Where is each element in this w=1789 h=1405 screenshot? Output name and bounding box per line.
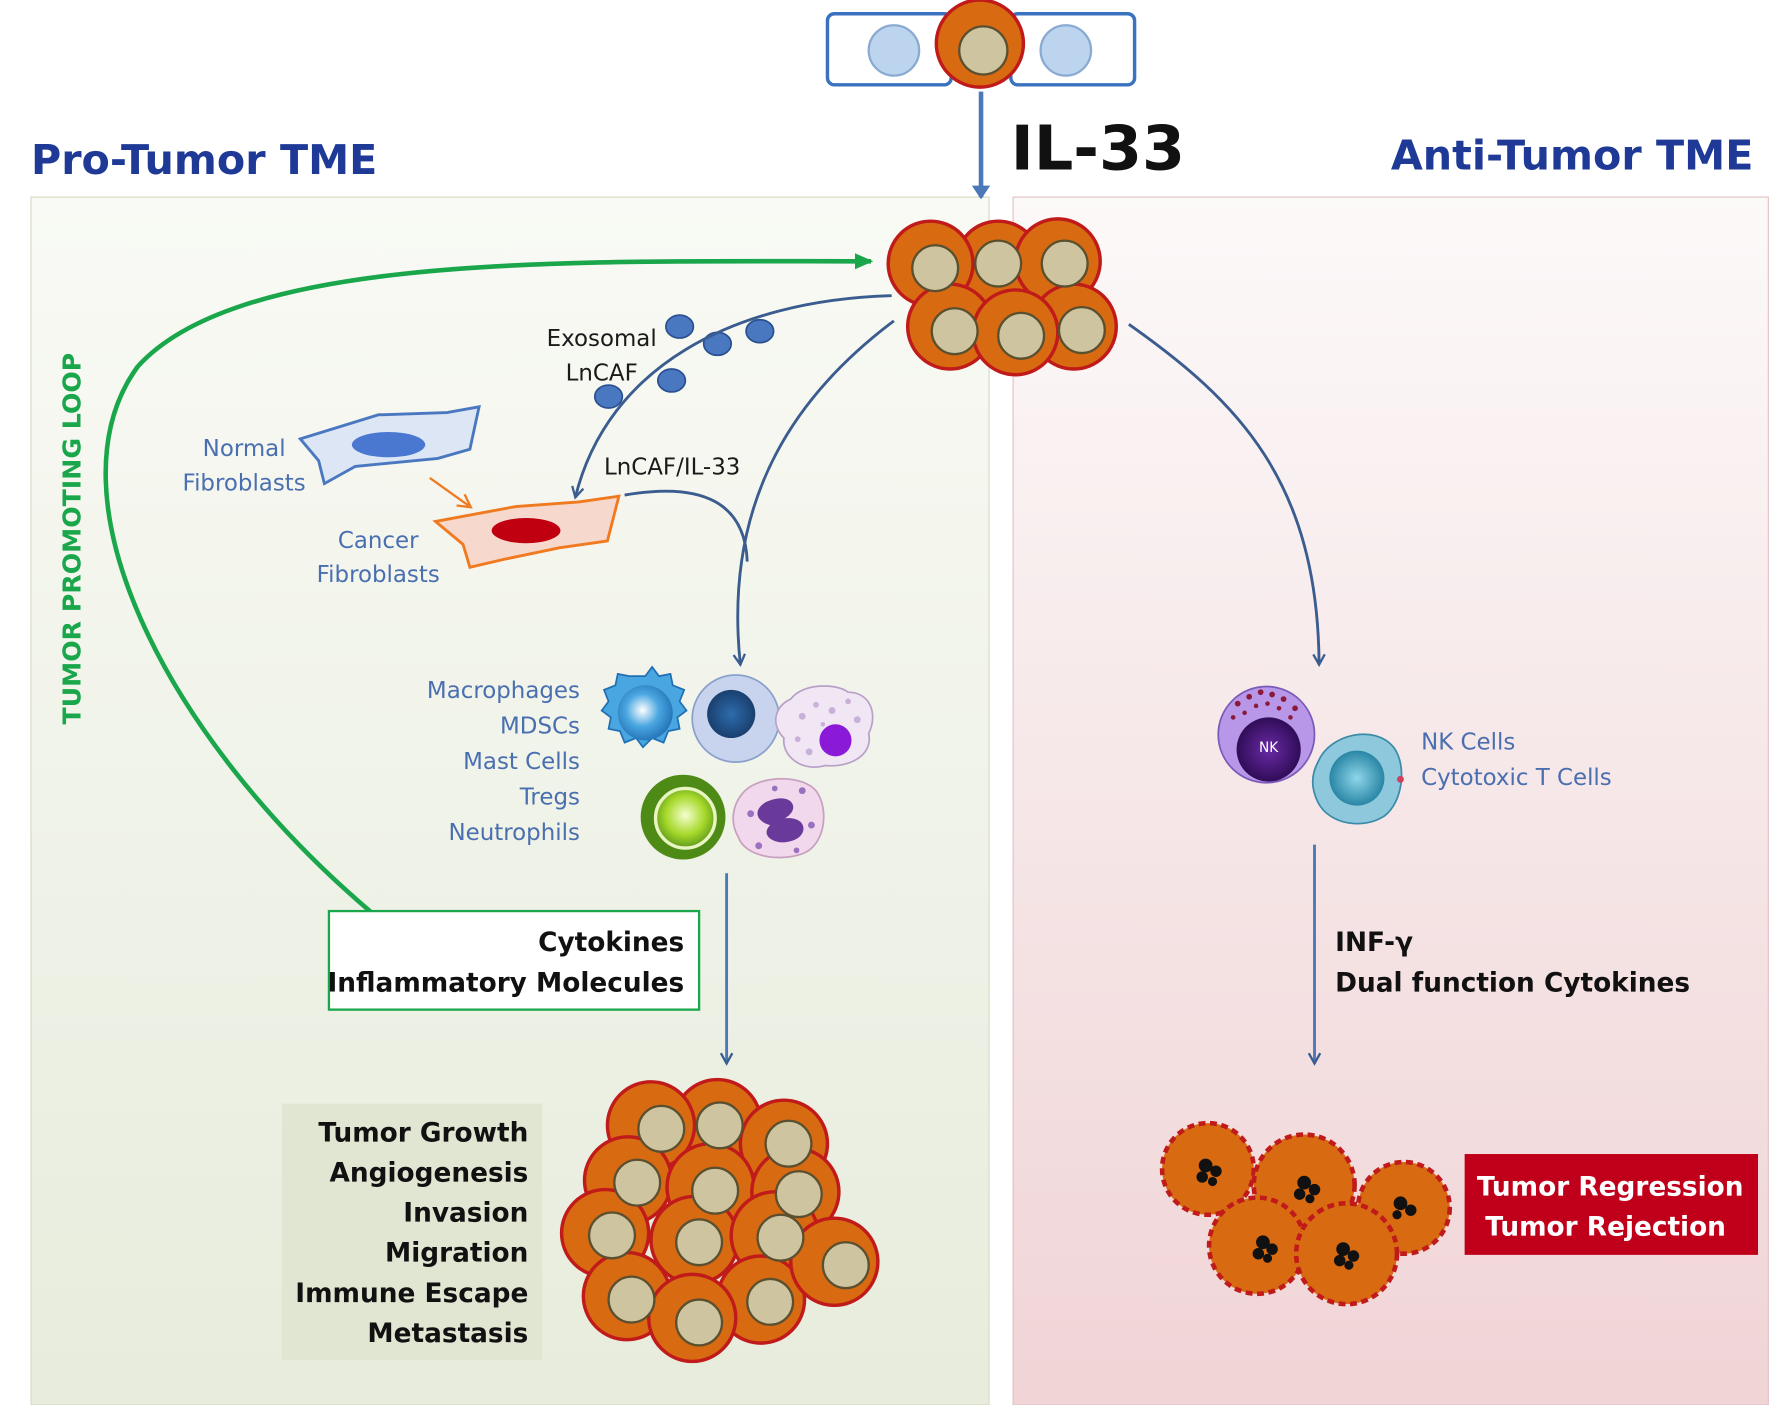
cytotoxic-t-cell	[1311, 733, 1404, 825]
mdsc-cell	[691, 674, 781, 763]
nk-cell-label: NK	[1259, 740, 1279, 756]
tumor-rejection-label: Tumor Rejection	[1485, 1212, 1726, 1242]
immune-cell-label-tregs: Tregs	[519, 784, 580, 810]
immune-cell-label-mast-cells: Mast Cells	[463, 749, 580, 775]
outcome-tumor-growth: Tumor Growth	[318, 1118, 528, 1148]
cancer-fibroblasts-label-line2: Fibroblasts	[317, 562, 440, 588]
nk-cell	[1217, 685, 1316, 784]
normal-fibroblasts-label-line2: Fibroblasts	[183, 470, 306, 496]
arrow-fibroblast-to-immune	[624, 489, 749, 562]
anti-tumor-title: Anti-Tumor TME	[1391, 132, 1754, 180]
mast-cell	[774, 685, 874, 768]
immune-cell-label-macrophages: Macrophages	[427, 678, 580, 704]
cytokines-label-line2: Inflammatory Molecules	[327, 968, 684, 998]
dual-function-cytokines-label: Dual function Cytokines	[1335, 968, 1690, 998]
inf-gamma-label: INF-γ	[1335, 928, 1413, 958]
effector-label-cytotoxic-t-cells: Cytotoxic T Cells	[1421, 765, 1612, 791]
effector-label-nk-cells: NK Cells	[1421, 729, 1515, 755]
regression-box	[1464, 1154, 1759, 1255]
outcome-metastasis: Metastasis	[367, 1319, 528, 1349]
pro-tumor-outcomes-box	[281, 1103, 543, 1361]
exosomal-lncaf-label-line2: LnCAF	[566, 360, 638, 386]
il33-label: IL-33	[1011, 113, 1185, 185]
il33-source-cells	[825, 0, 1137, 89]
arrow-tumor-to-fibroblast	[575, 294, 892, 498]
neutrophil-cell	[732, 777, 825, 859]
cancer-fibroblast-cell	[432, 494, 621, 569]
cytokines-label-line1: Cytokines	[538, 928, 684, 958]
dying-tumor-cells	[1159, 1120, 1453, 1307]
exosomal-lncaf-label-line1: Exosomal	[547, 326, 657, 352]
normal-fibroblast-cell	[297, 405, 481, 486]
cytokines-box	[327, 909, 701, 1011]
tumor-promoting-loop-label: TUMOR PROMOTING LOOP	[57, 353, 86, 725]
outcome-migration: Migration	[385, 1239, 528, 1269]
exosome-vesicles	[593, 314, 775, 409]
arrow-tumor-to-effector	[1128, 323, 1319, 664]
pro-tumor-title: Pro-Tumor TME	[31, 136, 377, 184]
tumor-promoting-loop-arrow	[103, 253, 874, 916]
immune-cell-label-mdscs: MDSCs	[500, 713, 580, 739]
arrow-tumor-to-immune	[738, 319, 895, 665]
lncaf-il33-label: LnCAF/IL-33	[604, 454, 740, 480]
outcome-angiogenesis: Angiogenesis	[329, 1159, 528, 1189]
normal-fibroblasts-label-line1: Normal	[203, 436, 286, 462]
outcome-invasion: Invasion	[403, 1199, 528, 1229]
outcome-immune-escape: Immune Escape	[295, 1279, 528, 1309]
macrophage-cell	[600, 665, 688, 749]
cancer-fibroblasts-label-line1: Cancer	[338, 528, 419, 554]
treg-cell	[640, 774, 726, 860]
tumor-regression-label: Tumor Regression	[1477, 1172, 1744, 1202]
tumor-cluster-top	[886, 217, 1118, 377]
arrow-normal-to-cancer-fibroblast	[429, 476, 470, 507]
tumor-mass-large	[559, 1077, 880, 1364]
immune-cell-label-neutrophils: Neutrophils	[449, 820, 580, 846]
